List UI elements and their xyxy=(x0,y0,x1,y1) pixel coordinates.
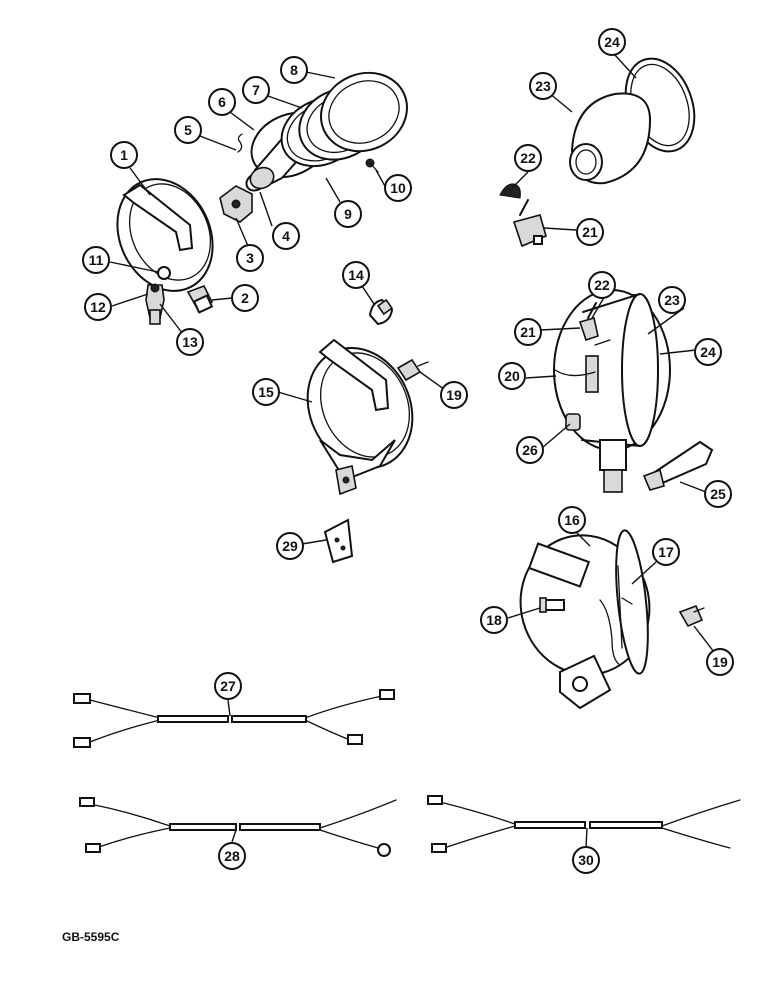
svg-text:23: 23 xyxy=(535,78,551,94)
svg-text:24: 24 xyxy=(700,344,716,360)
bezel-ring-8 xyxy=(320,71,408,153)
callout-22-upper: 22 xyxy=(514,144,542,172)
rubber-cap-22 xyxy=(499,183,521,199)
svg-text:24: 24 xyxy=(604,34,620,50)
svg-text:30: 30 xyxy=(578,852,594,868)
callout-10: 10 xyxy=(384,174,412,202)
harness-27 xyxy=(73,689,395,748)
harness-28 xyxy=(79,797,397,857)
harness-30 xyxy=(427,795,741,853)
svg-text:13: 13 xyxy=(182,334,198,350)
callout-24-lower: 24 xyxy=(694,338,722,366)
callout-7: 7 xyxy=(242,76,270,104)
svg-text:11: 11 xyxy=(89,252,104,268)
switch-13 xyxy=(145,283,165,325)
svg-text:16: 16 xyxy=(564,512,580,528)
reflector-17 xyxy=(617,565,633,649)
svg-text:10: 10 xyxy=(390,180,406,196)
callout-16: 16 xyxy=(558,506,586,534)
callout-25: 25 xyxy=(704,480,732,508)
svg-text:9: 9 xyxy=(344,206,352,222)
svg-text:1: 1 xyxy=(120,147,128,163)
bulb-14 xyxy=(368,298,394,326)
callout-23-lower: 23 xyxy=(658,286,686,314)
svg-text:26: 26 xyxy=(522,442,538,458)
callout-27: 27 xyxy=(214,672,242,700)
callout-12: 12 xyxy=(84,293,112,321)
bolt-18 xyxy=(539,597,565,613)
callout-22-lower: 22 xyxy=(588,271,616,299)
wire-clip-5 xyxy=(237,133,243,153)
svg-text:3: 3 xyxy=(246,250,254,266)
svg-text:23: 23 xyxy=(664,292,680,308)
bulb-holder-19-upper xyxy=(396,358,429,382)
callout-21-lower: 21 xyxy=(514,318,542,346)
bulb-25 xyxy=(642,440,714,491)
svg-text:29: 29 xyxy=(282,538,298,554)
callout-19-upper: 19 xyxy=(440,381,468,409)
svg-text:19: 19 xyxy=(446,387,462,403)
toggle-switch-21 xyxy=(512,199,547,248)
switch-21-mounted xyxy=(578,302,599,342)
svg-text:4: 4 xyxy=(282,228,290,244)
svg-text:17: 17 xyxy=(658,544,674,560)
svg-text:14: 14 xyxy=(348,267,364,283)
bulb-holder-19-lower xyxy=(678,604,705,628)
callout-4: 4 xyxy=(272,222,300,250)
callout-26: 26 xyxy=(516,436,544,464)
svg-text:12: 12 xyxy=(90,299,106,315)
svg-text:21: 21 xyxy=(520,324,536,340)
bracket-29 xyxy=(323,518,354,564)
svg-text:20: 20 xyxy=(504,368,520,384)
callout-24-upper: 24 xyxy=(598,28,626,56)
callout-14: 14 xyxy=(342,261,370,289)
callout-19-lower: 19 xyxy=(706,648,734,676)
svg-text:28: 28 xyxy=(224,848,240,864)
svg-text:6: 6 xyxy=(218,94,226,110)
svg-text:21: 21 xyxy=(582,224,598,240)
callout-5: 5 xyxy=(174,116,202,144)
lamp-housing-1 xyxy=(116,178,214,292)
callout-15: 15 xyxy=(252,378,280,406)
svg-text:22: 22 xyxy=(520,150,536,166)
lamp-housing-16 xyxy=(519,529,651,710)
leader-lines xyxy=(109,53,715,849)
callout-18: 18 xyxy=(480,606,508,634)
figure-reference-code: GB-5595C xyxy=(62,930,120,944)
callout-28: 28 xyxy=(218,842,246,870)
svg-text:7: 7 xyxy=(252,82,260,98)
lamp-housing-15 xyxy=(306,338,414,496)
callout-30: 30 xyxy=(572,846,600,874)
callout-13: 13 xyxy=(176,328,204,356)
svg-text:15: 15 xyxy=(258,384,274,400)
lamp-20 xyxy=(553,289,671,493)
cover-bowl-23 xyxy=(569,92,652,185)
svg-text:27: 27 xyxy=(220,678,236,694)
bulb-holder-2 xyxy=(186,284,214,314)
callout-29: 29 xyxy=(276,532,304,560)
callout-3: 3 xyxy=(236,244,264,272)
callout-1: 1 xyxy=(110,141,138,169)
callout-21-upper: 21 xyxy=(576,218,604,246)
bulb-socket-3 xyxy=(219,185,253,223)
svg-text:8: 8 xyxy=(290,62,298,78)
callout-2: 2 xyxy=(231,284,259,312)
svg-text:18: 18 xyxy=(486,612,502,628)
callout-20: 20 xyxy=(498,362,526,390)
svg-text:25: 25 xyxy=(710,486,726,502)
svg-text:22: 22 xyxy=(594,277,610,293)
knob-26 xyxy=(565,413,581,431)
callout-11: 11 xyxy=(82,246,110,274)
callout-23-upper: 23 xyxy=(529,72,557,100)
svg-text:19: 19 xyxy=(712,654,728,670)
callout-6: 6 xyxy=(208,88,236,116)
svg-text:5: 5 xyxy=(184,122,192,138)
callout-17: 17 xyxy=(652,538,680,566)
callout-9: 9 xyxy=(334,200,362,228)
svg-text:2: 2 xyxy=(241,290,249,306)
callout-8: 8 xyxy=(280,56,308,84)
